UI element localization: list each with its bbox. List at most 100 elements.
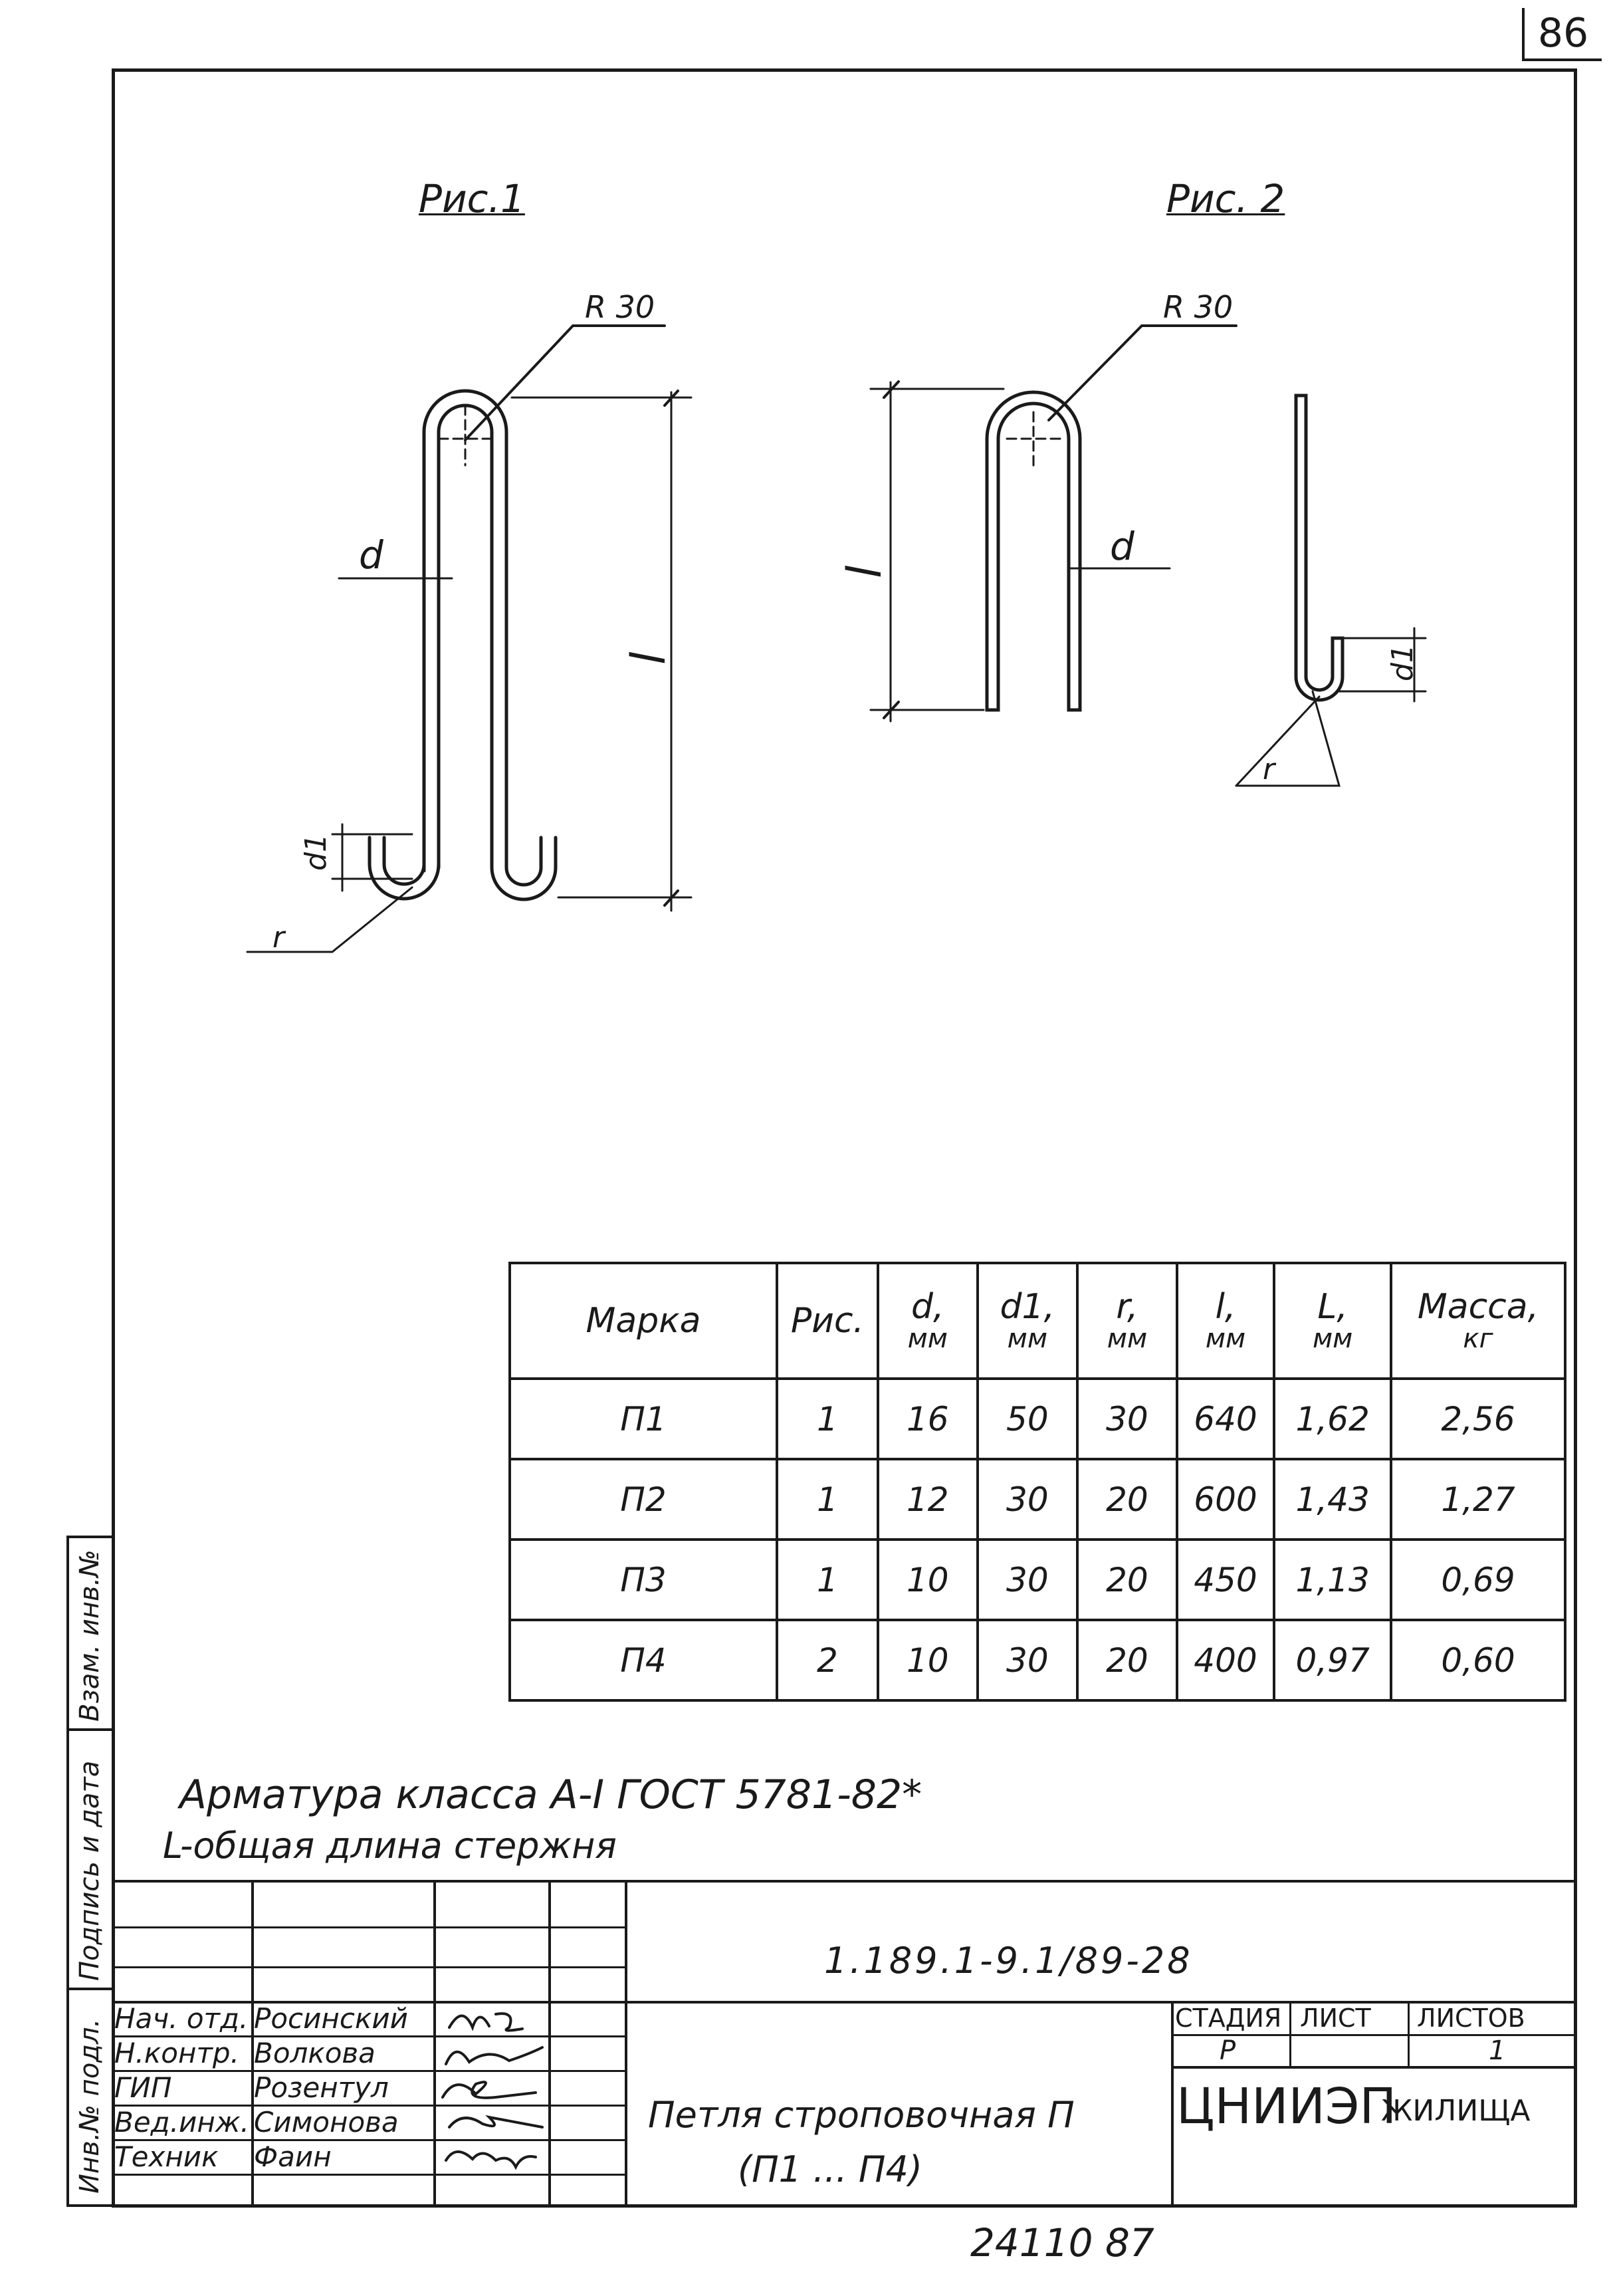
side-stamp-divider bbox=[66, 1728, 112, 1731]
table-cell: 400 bbox=[1175, 1619, 1276, 1702]
table-cell: 1 bbox=[775, 1458, 879, 1541]
signatures bbox=[441, 2012, 544, 2170]
tb-line bbox=[1289, 2001, 1291, 2066]
title-block bbox=[112, 1880, 1577, 2208]
table-cell: 10 bbox=[876, 1538, 979, 1621]
side-stamp bbox=[66, 1536, 112, 2207]
signature-2 bbox=[445, 2046, 544, 2065]
tb-line bbox=[548, 1880, 551, 2208]
table-cell: П4 bbox=[508, 1619, 778, 1702]
side-stamp-divider bbox=[66, 1988, 112, 1990]
table-cell: 600 bbox=[1175, 1458, 1276, 1541]
table-cell: 640 bbox=[1175, 1377, 1276, 1460]
table-cell: 2,56 bbox=[1390, 1377, 1566, 1460]
col-mass: Масса,кг bbox=[1390, 1262, 1566, 1380]
role-label: Нач. отд. bbox=[114, 2002, 249, 2035]
table-row: П1 1 16 50 30 640 1,62 2,56 bbox=[508, 1377, 1566, 1460]
figure-1-drawing bbox=[246, 324, 693, 953]
figure-2-drawing bbox=[869, 324, 1427, 787]
col-d: d,мм bbox=[876, 1262, 979, 1380]
role-label: Н.контр. bbox=[114, 2037, 239, 2069]
table-cell: 0,69 bbox=[1390, 1538, 1566, 1621]
col-fig: Рис. bbox=[775, 1262, 879, 1380]
tb-line bbox=[112, 1926, 625, 1928]
person-name: Волкова bbox=[254, 2037, 376, 2069]
table-row: П4 2 10 30 20 400 0,97 0,60 bbox=[508, 1619, 1566, 1702]
fig1-r-label: r bbox=[272, 921, 286, 955]
side-stamp-divider bbox=[112, 1536, 114, 2207]
table-row: П2 1 12 30 20 600 1,43 1,27 bbox=[508, 1458, 1566, 1541]
table-cell: 1 bbox=[775, 1538, 879, 1621]
table-cell: 20 bbox=[1076, 1538, 1178, 1621]
table-cell: 1,62 bbox=[1273, 1377, 1392, 1460]
fig2-d-label: d bbox=[1110, 524, 1135, 569]
side-label-inv-podl: Инв.№ подл. bbox=[74, 2018, 105, 2194]
item-range: (П1 ... П4) bbox=[738, 2148, 922, 2190]
col-marka: Марка bbox=[508, 1262, 778, 1380]
col-r: r,мм bbox=[1076, 1262, 1178, 1380]
side-label-signature-date: Подпись и дата bbox=[74, 1760, 105, 1981]
table-cell: 10 bbox=[876, 1619, 979, 1702]
sheets-value: 1 bbox=[1489, 2035, 1506, 2066]
note-total-length: L-общая длина стержня bbox=[163, 1825, 617, 1867]
fig2-d1-label: d1 bbox=[1386, 644, 1420, 681]
tb-line bbox=[1171, 2034, 1577, 2036]
table-cell: 0,97 bbox=[1273, 1619, 1392, 1702]
role-label: Вед.инж. bbox=[114, 2106, 249, 2138]
table-cell: 12 bbox=[876, 1458, 979, 1541]
fig1-radius-label: R 30 bbox=[585, 289, 655, 325]
spec-table: Марка Рис. d,мм d1,мм r,мм l,мм L,мм Мас… bbox=[508, 1262, 1566, 1702]
person-name: Росинский bbox=[254, 2002, 408, 2035]
fig2-r-label: r bbox=[1263, 752, 1277, 786]
tb-line bbox=[112, 2070, 625, 2072]
col-L: L,мм bbox=[1273, 1262, 1392, 1380]
fig1-d-label: d bbox=[359, 532, 384, 578]
sheets-label: ЛИСТОВ bbox=[1417, 2004, 1525, 2033]
figure-1-title: Рис.1 bbox=[419, 176, 525, 221]
stage-label: СТАДИЯ bbox=[1175, 2004, 1282, 2033]
table-header-row: Марка Рис. d,мм d1,мм r,мм l,мм L,мм Мас… bbox=[508, 1262, 1566, 1380]
role-label: Техник bbox=[114, 2140, 219, 2173]
tb-line bbox=[1171, 2066, 1577, 2069]
organization-name: ЦНИИЭП bbox=[1176, 2078, 1397, 2135]
footer-code: 24110 87 bbox=[970, 2220, 1154, 2265]
signature-4 bbox=[448, 2115, 544, 2128]
tb-line bbox=[251, 1880, 254, 2208]
table-cell: П1 bbox=[508, 1377, 778, 1460]
drawing-frame bbox=[112, 68, 1577, 2208]
tb-line bbox=[112, 2035, 625, 2037]
person-name: Симонова bbox=[254, 2106, 399, 2138]
tb-line bbox=[112, 2105, 625, 2107]
table-cell: 2 bbox=[775, 1619, 879, 1702]
table-cell: 16 bbox=[876, 1377, 979, 1460]
table-cell: 50 bbox=[976, 1377, 1079, 1460]
fig1-d1-label: d1 bbox=[299, 834, 333, 871]
tb-line bbox=[625, 1880, 627, 2208]
stage-value: Р bbox=[1220, 2035, 1236, 2066]
table-cell: 30 bbox=[976, 1458, 1079, 1541]
table-cell: 30 bbox=[976, 1538, 1079, 1621]
table-cell: 1,13 bbox=[1273, 1538, 1392, 1621]
tb-line bbox=[433, 1880, 436, 2208]
tb-line bbox=[1408, 2001, 1410, 2066]
fig2-l-label: l bbox=[837, 565, 892, 578]
table-cell: 30 bbox=[976, 1619, 1079, 1702]
tb-line bbox=[112, 1966, 625, 1968]
page-number: 86 bbox=[1522, 8, 1602, 61]
table-cell: 1,27 bbox=[1390, 1458, 1566, 1541]
item-title: Петля строповочная П bbox=[648, 2094, 1075, 2136]
person-name: Фаин bbox=[254, 2140, 332, 2173]
fig2-radius-label: R 30 bbox=[1163, 289, 1233, 325]
sheet-label: ЛИСТ bbox=[1300, 2004, 1371, 2033]
signature-3 bbox=[441, 2081, 537, 2099]
signature-1 bbox=[448, 2012, 524, 2032]
table-cell: 0,60 bbox=[1390, 1619, 1566, 1702]
drawings-svg: R 30 d l d1 r R 30 l d d1 r bbox=[246, 289, 1427, 955]
tb-line bbox=[1171, 2001, 1174, 2208]
table-cell: 1 bbox=[775, 1377, 879, 1460]
organization-suffix: жилища bbox=[1381, 2094, 1531, 2128]
note-reinforcement-class: Арматура класса А-I ГОСТ 5781-82* bbox=[179, 1772, 922, 1818]
tb-line bbox=[112, 2174, 625, 2176]
fig1-l-label: l bbox=[621, 651, 676, 665]
signature-5 bbox=[445, 2150, 537, 2170]
